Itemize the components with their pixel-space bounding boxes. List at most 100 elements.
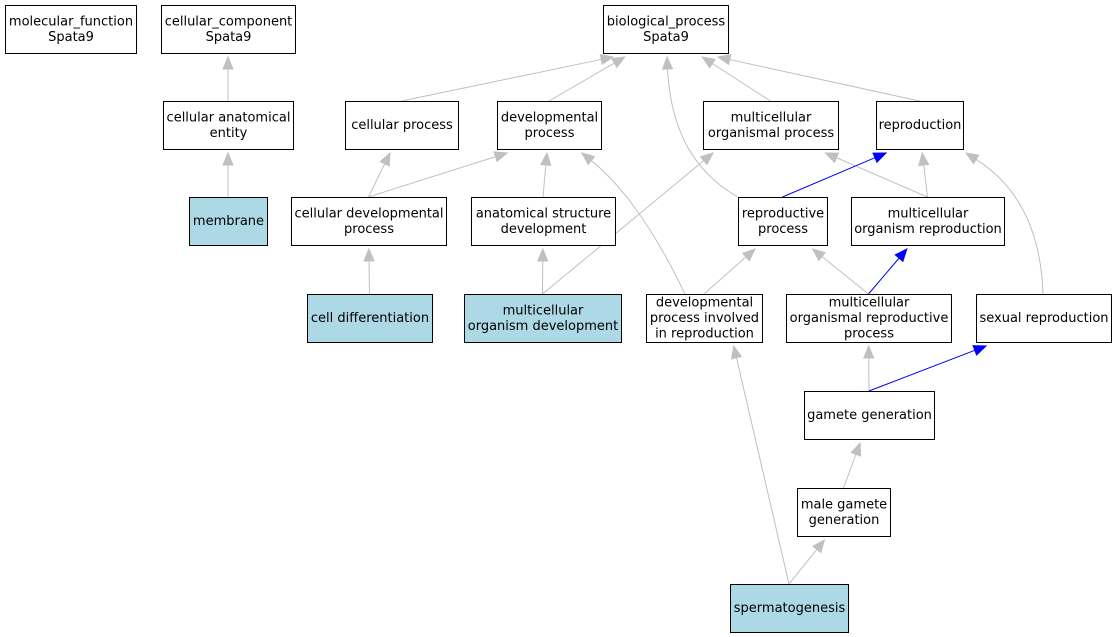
arrowhead-icon: [363, 247, 375, 262]
arrowhead-icon: [964, 152, 980, 165]
edge-line: [788, 549, 818, 585]
node-box: [307, 294, 433, 343]
node-label: spermatogenesis: [734, 601, 846, 616]
edge-developmental_process-to-biological_process: [548, 56, 626, 102]
node-label: developmental: [501, 110, 598, 125]
node-label: membrane: [193, 214, 264, 229]
node-label: Spata9: [643, 30, 689, 45]
node-label: cellular process: [351, 118, 453, 133]
arrowhead-icon: [918, 151, 930, 167]
node-box: [646, 294, 763, 343]
node-label: generation: [809, 513, 880, 528]
node-box: [876, 101, 964, 150]
edge-line: [843, 454, 857, 489]
edge-line: [368, 156, 496, 198]
node-label: organismal reproductive: [790, 311, 949, 326]
node-box: [345, 101, 459, 150]
node-label: process: [525, 126, 575, 141]
edge-multicellular_organism_development-to-anatomical_structure_development: [536, 247, 549, 295]
edge-developmental_process_in_reproduction-to-reproductive_process: [703, 248, 757, 295]
arrowhead-icon: [872, 152, 888, 164]
node-reproduction[interactable]: reproduction: [876, 101, 964, 150]
node-spermatogenesis[interactable]: spermatogenesis: [730, 584, 849, 633]
edge-line: [548, 62, 615, 102]
edge-cell_differentiation-to-cellular_developmental_process: [363, 247, 375, 295]
node-cell-differentiation[interactable]: cell differentiation: [307, 294, 433, 343]
edge-line: [712, 63, 771, 102]
node-box: [603, 5, 729, 54]
node-cellular-process[interactable]: cellular process: [345, 101, 459, 150]
arrowhead-icon: [812, 538, 826, 554]
node-label: multicellular: [731, 110, 812, 125]
arrowhead-icon: [599, 53, 615, 66]
edge-multicellular_organism_development-to-multicellular_organismal_process: [542, 152, 715, 295]
arrowhead-icon: [222, 151, 234, 166]
node-label: organism development: [468, 319, 618, 334]
arrowhead-icon: [824, 152, 840, 164]
edge-line: [401, 58, 602, 102]
node-label: development: [501, 222, 587, 237]
edge-reproductive_process-to-reproduction: [782, 152, 888, 198]
node-box: [464, 294, 622, 343]
arrowhead-icon: [716, 54, 732, 66]
edge-line: [368, 163, 386, 198]
edge-line: [542, 164, 547, 198]
node-label: sexual reproduction: [979, 311, 1108, 326]
edge-multicellular_organismal_reproductive_process-to-multicellular_organism_reproduction: [868, 248, 908, 295]
edge-line: [729, 59, 920, 102]
edge-sexual_reproduction-to-reproduction: [964, 152, 1044, 295]
edge-cellular_developmental_process-to-cellular_process: [368, 151, 391, 198]
node-box: [786, 294, 952, 343]
node-gamete-generation[interactable]: gamete generation: [804, 391, 935, 440]
edge-spermatogenesis-to-male_gamete_generation: [788, 538, 826, 585]
arrowhead-icon: [699, 152, 715, 166]
node-membrane[interactable]: membrane: [189, 197, 268, 246]
node-box: [497, 101, 602, 150]
node-label: gamete generation: [807, 408, 932, 423]
node-box: [703, 101, 839, 150]
edge-male_gamete_generation-to-gamete_generation: [843, 441, 862, 489]
node-label: cellular developmental: [295, 206, 444, 221]
node-label: cell differentiation: [311, 311, 429, 326]
node-label: process: [844, 327, 894, 342]
edge-membrane-to-cellular_anatomical_entity: [222, 151, 234, 197]
arrowhead-icon: [493, 151, 509, 163]
edge-line: [868, 349, 975, 392]
node-label: biological_process: [607, 14, 726, 29]
edge-line: [542, 160, 705, 295]
node-label: male gamete: [801, 497, 887, 512]
edge-line: [923, 164, 928, 198]
node-box: [730, 584, 849, 633]
edge-line: [975, 159, 1044, 295]
arrowhead-icon: [741, 248, 757, 262]
node-label: Spata9: [206, 30, 252, 45]
node-sexual-reproduction[interactable]: sexual reproduction: [976, 294, 1112, 343]
node-label: cellular_component: [165, 14, 293, 29]
edge-anatomical_structure_development-to-developmental_process: [540, 151, 552, 198]
edge-line: [667, 68, 739, 198]
arrowhead-icon: [379, 151, 391, 167]
arrowhead-icon: [222, 55, 234, 70]
edge-cellular_developmental_process-to-developmental_process: [368, 151, 509, 198]
arrowhead-icon: [580, 152, 596, 166]
arrowhead-icon: [701, 56, 716, 69]
node-box: [161, 5, 296, 54]
node-label: anatomical structure: [476, 206, 611, 221]
node-box: [163, 101, 294, 150]
